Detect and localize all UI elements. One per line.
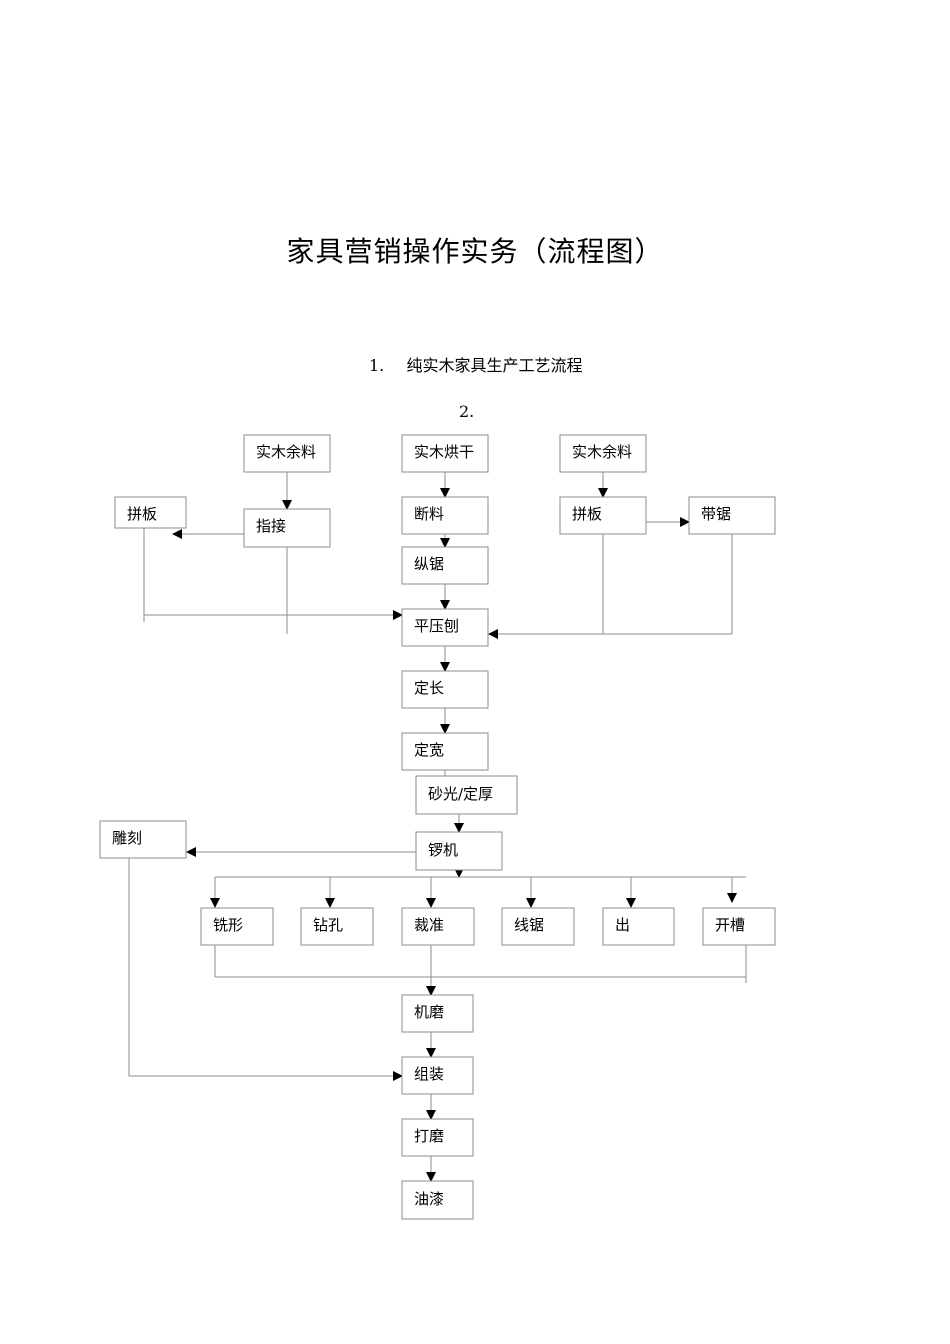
node-finger: 指接 <box>243 508 331 548</box>
node-cut: 断料 <box>401 496 489 535</box>
svg-text:锣机: 锣机 <box>428 841 458 859</box>
page-title: 家具营销操作实务（流程图） <box>286 235 664 268</box>
connectors <box>128 472 747 1182</box>
node-carve: 雕刻 <box>99 820 187 859</box>
svg-text:定宽: 定宽 <box>414 741 444 759</box>
svg-text:打磨: 打磨 <box>414 1127 444 1145</box>
svg-text:雕刻: 雕刻 <box>112 829 142 847</box>
node-trim: 裁准 <box>401 907 475 946</box>
node-drill: 钻孔 <box>300 907 374 946</box>
svg-text:实木烘干: 实木烘干 <box>414 443 474 461</box>
node-assemble: 组装 <box>401 1056 474 1095</box>
svg-text:油漆: 油漆 <box>414 1190 444 1208</box>
node-src-right: 实木余料 <box>559 434 647 473</box>
svg-text:铣形: 铣形 <box>213 916 243 934</box>
node-src-left: 实木余料 <box>243 434 331 473</box>
node-router: 锣机 <box>415 831 503 871</box>
svg-text:机磨: 机磨 <box>414 1003 444 1021</box>
svg-text:带锯: 带锯 <box>701 505 731 523</box>
svg-text:钻孔: 钻孔 <box>313 916 343 934</box>
svg-text:拼板: 拼板 <box>127 505 157 523</box>
svg-text:裁准: 裁准 <box>414 916 444 934</box>
node-machsand: 机磨 <box>401 994 474 1033</box>
list-item-2: 2. <box>459 402 474 421</box>
svg-text:纵锯: 纵锯 <box>414 555 444 573</box>
list-number: 1. <box>369 356 385 375</box>
svg-text:定长: 定长 <box>414 679 444 697</box>
node-sand: 砂光/定厚 <box>415 775 518 815</box>
node-planer: 平压刨 <box>401 608 489 647</box>
list-number: 2. <box>459 402 475 421</box>
svg-text:出: 出 <box>615 916 630 934</box>
svg-text:组装: 组装 <box>414 1065 444 1083</box>
node-len: 定长 <box>401 670 489 709</box>
node-groove: 开槽 <box>702 907 776 946</box>
node-rip: 纵锯 <box>401 546 489 585</box>
list-item-1: 1. 纯实木家具生产工艺流程 <box>369 352 582 376</box>
svg-text:实木余料: 实木余料 <box>256 443 316 461</box>
node-panel-left: 拼板 <box>114 496 187 529</box>
node-width: 定宽 <box>401 732 489 771</box>
list-text: 纯实木家具生产工艺流程 <box>406 356 583 375</box>
node-polish: 打磨 <box>401 1118 474 1157</box>
node-panel-right: 拼板 <box>559 496 647 535</box>
node-paint: 油漆 <box>401 1180 474 1220</box>
node-bandsaw: 带锯 <box>688 496 776 535</box>
svg-text:拼板: 拼板 <box>572 505 602 523</box>
node-jigsaw: 线锯 <box>501 907 575 946</box>
svg-text:实木余料: 实木余料 <box>572 443 632 461</box>
svg-text:开槽: 开槽 <box>715 916 745 934</box>
svg-text:砂光/定厚: 砂光/定厚 <box>428 785 493 803</box>
svg-text:线锯: 线锯 <box>514 916 544 934</box>
svg-text:指接: 指接 <box>256 517 286 535</box>
svg-text:平压刨: 平压刨 <box>414 617 459 635</box>
node-out: 出 <box>602 907 675 946</box>
svg-text:断料: 断料 <box>414 505 444 523</box>
node-mill: 铣形 <box>200 907 274 946</box>
node-dry: 实木烘干 <box>401 434 489 473</box>
